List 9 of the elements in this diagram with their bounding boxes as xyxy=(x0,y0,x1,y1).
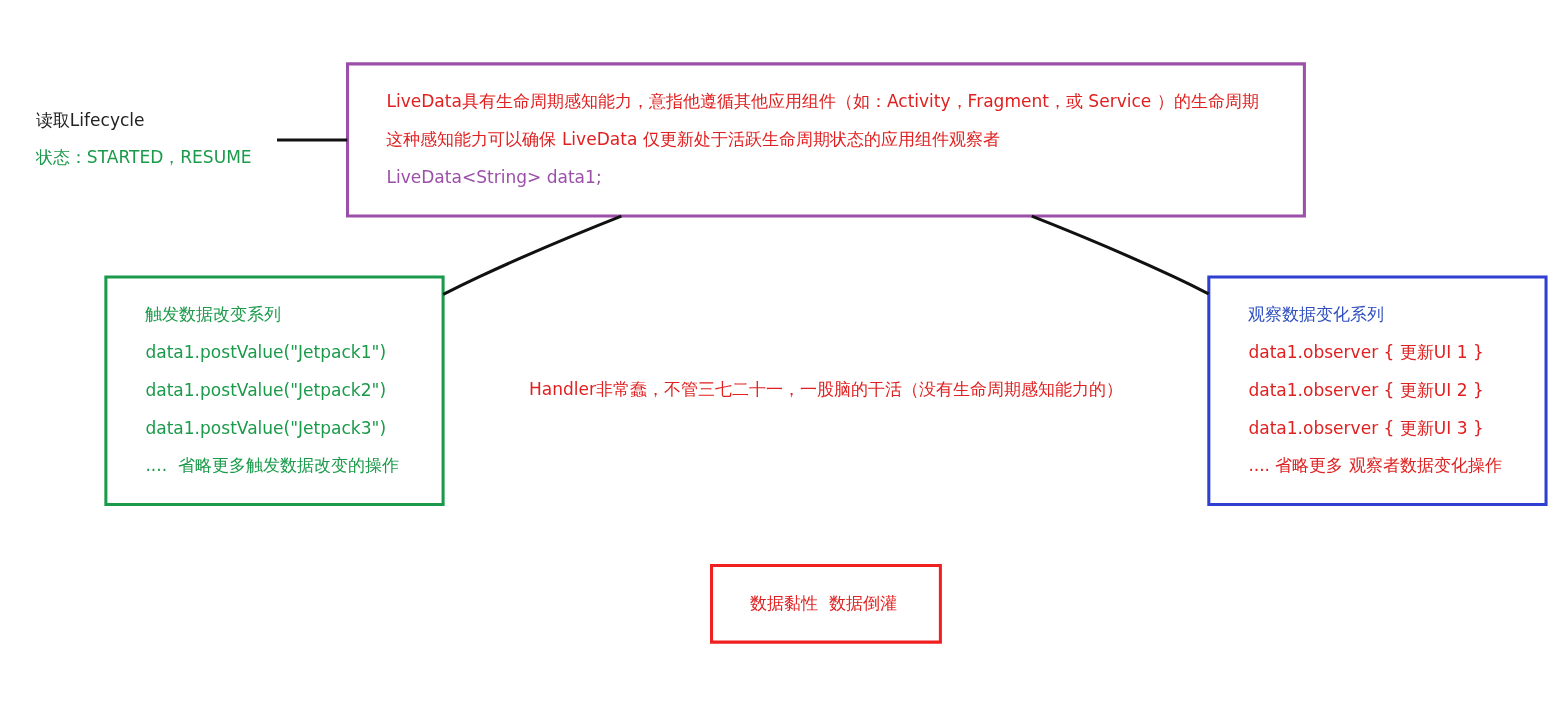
node-box: 观察数据变化系列 data1.observer { 更新UI 1 } data1.observer { 更新UI 2 } data1.observer { 更新UI 3 } .... 省略更多 观察者数据变化操作 xyxy=(1207,274,1548,506)
node-box: 数据黏性 数据倒灌 xyxy=(710,563,942,644)
node-box: LiveData具有生命周期感知能力，意指他遵循其他应用组件（如：Activity，Fragment，或 Service ）的生命周期 这种感知能力可以确保 LiveData 仅更新处于活跃生命周期状态的应用组件观察者 LiveData<String> data1; xyxy=(346,61,1306,218)
connector xyxy=(277,137,348,141)
label: Handler非常蠢，不管三七二十一，一股脑的干活（没有生命周期感知能力的） xyxy=(528,378,1123,399)
connector xyxy=(1031,214,1210,295)
connector xyxy=(442,214,622,296)
node-box: 触发数据改变系列 data1.postValue("Jetpack1") data1.postValue("Jetpack2") data1.postValue("Jetpack3") .... 省略更多触发数据改变的操作 xyxy=(104,274,445,506)
node-text: 读取Lifecycle 状态：STARTED，RESUME xyxy=(35,109,252,167)
